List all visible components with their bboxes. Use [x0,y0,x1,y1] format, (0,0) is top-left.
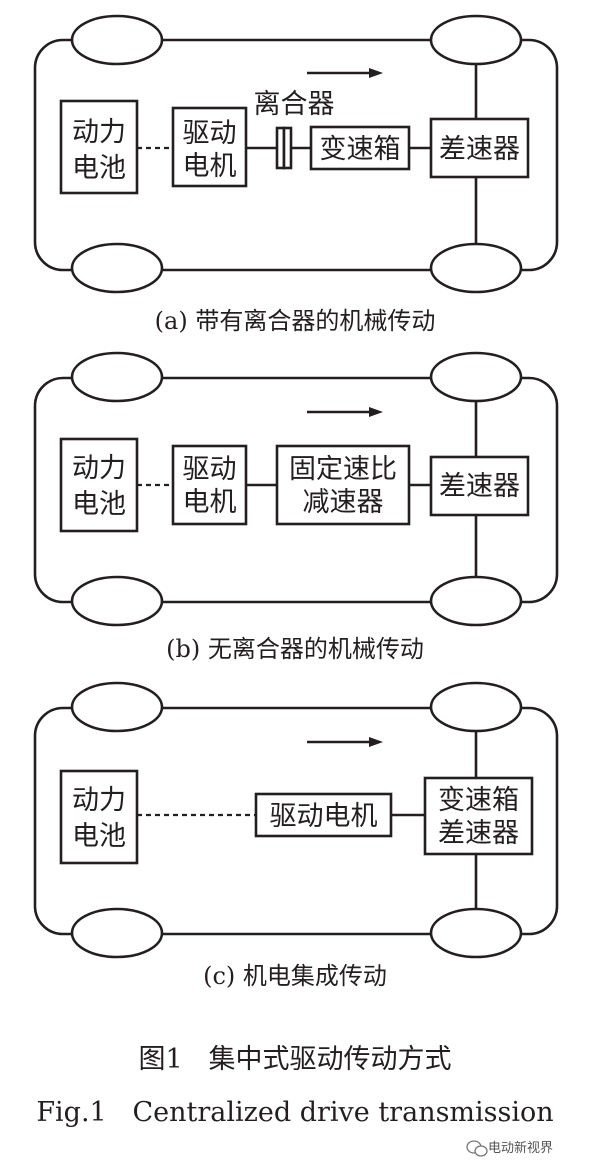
gearbox-differential-box [423,776,534,856]
caption-a: (a) 带有离合器的机械传动 [155,307,436,335]
motor-box [171,444,248,526]
differential-label: 差速器 [439,471,520,502]
battery-box [59,99,139,195]
vehicle-frame [33,706,559,936]
battery-label-line1: 动力 [72,117,126,148]
wheel-rear-left [70,575,164,627]
watermark: 电动新视界 [466,1140,553,1157]
motor-label-line2: 电机 [183,151,237,182]
figure-title-en: Fig.1 Centralized drive transmission [36,1097,553,1128]
motor-label: 驱动电机 [270,801,378,832]
gearbox-label: 变速箱 [320,134,401,165]
arrow-head [369,68,383,78]
battery-label-line1: 动力 [72,453,126,484]
diagram-b: 动力 电池 驱动 电机 固定速比 减速器 差速器 (b) 无离合器的机械传动 [33,351,559,663]
arrow-head [369,737,383,747]
wheel-front-left [70,681,164,733]
caption-c: (c) 机电集成传动 [203,962,387,990]
motor-label-line1: 驱动 [183,454,237,485]
motor-box [171,106,248,188]
figure-title-cn: 图1 集中式驱动传动方式 [139,1044,452,1075]
motor-label-line1: 驱动 [183,118,237,149]
battery-label-line1: 动力 [72,785,126,816]
reducer-box [275,444,411,526]
wheel-front-right [429,14,523,66]
motor-label-line2: 电机 [183,487,237,518]
clutch-label: 离合器 [254,89,335,120]
vehicle-frame [33,38,559,272]
wheel-rear-right [429,575,523,627]
battery-box [59,437,139,533]
differential-box [429,117,530,179]
reducer-label-line2: 减速器 [303,487,384,518]
motor-box [254,792,393,838]
clutch-plate-right [282,126,293,170]
battery-label-line2: 电池 [72,821,126,852]
arrow-head [369,407,383,417]
diagram-a: 动力 电池 驱动 电机 离合器 变速箱 差速器 (a) 带有离合器的机械传动 [33,14,559,335]
wheel-front-right [429,351,523,403]
wheel-front-left [70,14,164,66]
wechat-icon [466,1140,488,1157]
wheel-rear-right [429,907,523,959]
wheel-front-left [70,351,164,403]
gearbox-label-line2: 差速器 [438,818,519,849]
gearbox-label-line1: 变速箱 [438,785,519,816]
gearbox-box [309,125,411,171]
reducer-label-line1: 固定速比 [289,454,397,485]
wheel-rear-left [70,907,164,959]
wheel-rear-right [429,242,523,294]
differential-box [429,455,530,517]
differential-label: 差速器 [439,134,520,165]
wheel-front-right [429,681,523,733]
battery-label-line2: 电池 [72,489,126,520]
caption-b: (b) 无离合器的机械传动 [166,635,424,663]
vehicle-frame [33,376,559,604]
diagram-c: 动力 电池 驱动电机 变速箱 差速器 (c) 机电集成传动 [33,681,559,990]
battery-label-line2: 电池 [72,153,126,184]
wheel-rear-left [70,242,164,294]
watermark-text: 电动新视界 [488,1140,553,1156]
battery-box [59,769,139,865]
